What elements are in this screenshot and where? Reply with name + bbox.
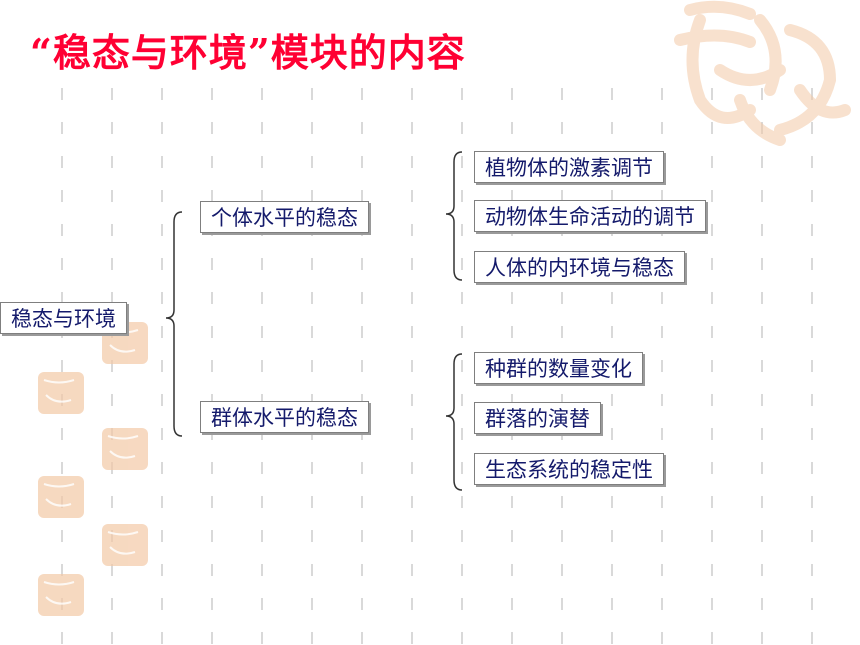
leaf-node-human-homeostasis: 人体的内环境与稳态 xyxy=(474,251,685,283)
brace-individual xyxy=(445,151,463,281)
branch-node-individual: 个体水平的稳态 xyxy=(200,201,369,233)
root-node: 稳态与环境 xyxy=(0,302,127,334)
branch-node-population: 群体水平的稳态 xyxy=(200,401,369,433)
leaf-node-population-change: 种群的数量变化 xyxy=(474,352,643,384)
leaf-node-ecosystem-stability: 生态系统的稳定性 xyxy=(474,453,664,485)
leaf-node-animal-regulation: 动物体生命活动的调节 xyxy=(474,200,706,232)
slide-title: “稳态与环境”模块的内容 xyxy=(30,30,466,75)
auspicious-seal-icon xyxy=(674,0,851,146)
leaf-node-community-succession: 群落的演替 xyxy=(474,402,601,434)
brace-population xyxy=(445,353,463,491)
leaf-node-plant-hormone: 植物体的激素调节 xyxy=(474,151,664,183)
brace-root xyxy=(165,211,183,437)
